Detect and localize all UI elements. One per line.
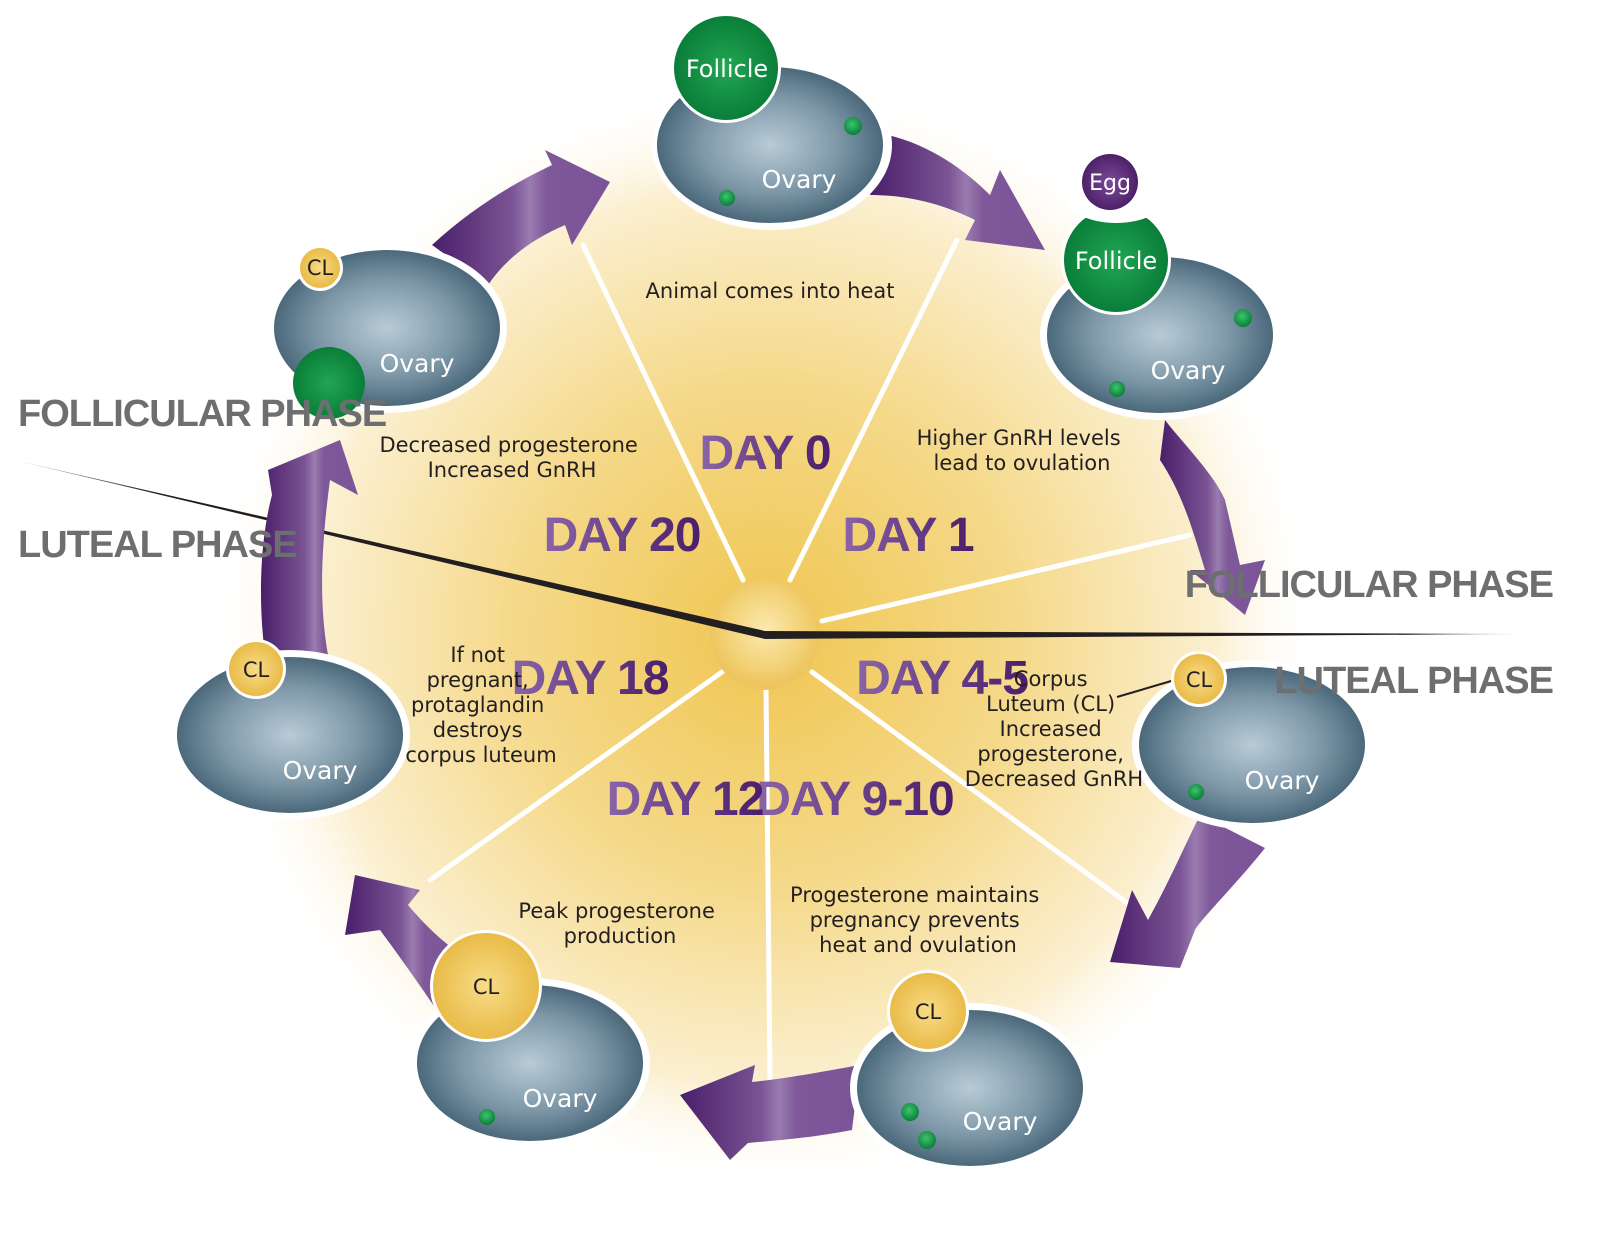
ovary-label: Ovary [963, 1107, 1038, 1136]
ray-divider [580, 242, 746, 583]
phase-label-luteal-left: LUTEAL PHASE [18, 524, 297, 566]
day-label-20: DAY 20 [544, 509, 701, 562]
cl-label: CL [473, 975, 500, 999]
ovary-day20: CL Ovary [267, 243, 507, 419]
phase-divider-left [14, 460, 765, 639]
description-day18: If not pregnant, protaglandin destroys c… [405, 643, 556, 767]
description-day20: Decreased progesterone Increased GnRH [379, 433, 644, 482]
arrow-day20-to-day0 [432, 150, 610, 285]
cl-label: CL [243, 658, 270, 682]
ovary-day18: CL Ovary [170, 639, 410, 820]
ray-divider [819, 532, 1193, 624]
cl-label: CL [915, 1000, 942, 1024]
phase-label-follicular-left: FOLLICULAR PHASE [18, 393, 386, 435]
cl-pointer-line [1116, 678, 1179, 698]
ovary-day4-5: CL Ovary [1116, 651, 1372, 830]
phase-label-follicular-right: FOLLICULAR PHASE [1185, 564, 1553, 606]
description-day4-5: Corpus Luteum (CL) Increased progesteron… [965, 667, 1143, 791]
ovary-label: Ovary [283, 756, 358, 785]
ovary-day12: CL Ovary [410, 930, 650, 1148]
follicle-dot [1188, 784, 1204, 800]
ray-dividers [427, 237, 1193, 1083]
corpus-luteum [1174, 654, 1224, 704]
ovary-body [177, 657, 403, 813]
arrow-day0-to-day1 [870, 135, 1045, 250]
follicle-dot [844, 117, 862, 135]
corpus-luteum [300, 248, 340, 288]
ovary-day9-10: CL Ovary [850, 970, 1090, 1173]
ray-divider [787, 237, 960, 583]
corpus-luteum [229, 642, 283, 696]
ray-divider [809, 669, 1133, 908]
description-day0: Animal comes into heat [646, 279, 895, 303]
cl-label: CL [1186, 668, 1213, 692]
ovary-label: Ovary [1151, 356, 1226, 385]
follicle-dot [719, 190, 735, 206]
ovary-day0: Follicle Ovary [652, 13, 892, 230]
arrow-day4-to-day9 [1110, 815, 1265, 968]
ovary-label: Ovary [523, 1084, 598, 1113]
follicle-dot [901, 1103, 919, 1121]
ovary-label: Ovary [380, 349, 455, 378]
phase-labels: FOLLICULAR PHASE LUTEAL PHASE FOLLICULAR… [18, 393, 1554, 702]
arrow-day18-to-day20 [260, 440, 358, 655]
follicle-dot [479, 1109, 495, 1125]
follicle-label: Follicle [686, 55, 768, 83]
day-label-9-10: DAY 9-10 [756, 773, 953, 826]
follicle-dot [1234, 309, 1252, 327]
phase-divider-right [765, 631, 1520, 639]
ovary-label: Ovary [762, 165, 837, 194]
descriptions: Animal comes into heat Higher GnRH level… [379, 279, 1143, 957]
description-day12: Peak progesterone production [518, 899, 721, 948]
arrow-day1-to-day4 [1160, 420, 1265, 615]
description-day9-10: Progesterone maintains pregnancy prevent… [790, 883, 1046, 957]
egg [1082, 154, 1138, 210]
egg-label: Egg [1089, 171, 1131, 196]
day-labels: DAY 0 DAY 1 DAY 4-5 DAY 9-10 DAY 12 DAY … [512, 427, 1030, 826]
phase-label-luteal-right: LUTEAL PHASE [1274, 660, 1553, 702]
day-label-4-5: DAY 4-5 [856, 652, 1028, 705]
corpus-luteum [890, 973, 966, 1049]
follicle-dot [918, 1131, 936, 1149]
description-day1: Higher GnRH levels lead to ovulation [917, 426, 1128, 475]
ruptured-follicle [1064, 208, 1168, 312]
ray-divider [763, 687, 773, 1083]
day-label-12: DAY 12 [607, 773, 764, 826]
arrow-day9-to-day12 [680, 1065, 860, 1160]
day-label-0: DAY 0 [699, 427, 830, 480]
follicle [674, 16, 778, 120]
follicle-label: Follicle [1075, 247, 1157, 275]
ovary-day1: Egg Follicle Ovary [1040, 154, 1280, 420]
ovary-body [857, 1010, 1083, 1166]
ovary-label: Ovary [1245, 766, 1320, 795]
cl-label: CL [307, 256, 334, 280]
corpus-luteum [433, 933, 539, 1039]
day-label-18: DAY 18 [512, 652, 669, 705]
developing-follicle [293, 347, 365, 419]
day-label-1: DAY 1 [842, 509, 973, 562]
ray-divider [427, 669, 725, 883]
follicle-dot [1109, 381, 1125, 397]
